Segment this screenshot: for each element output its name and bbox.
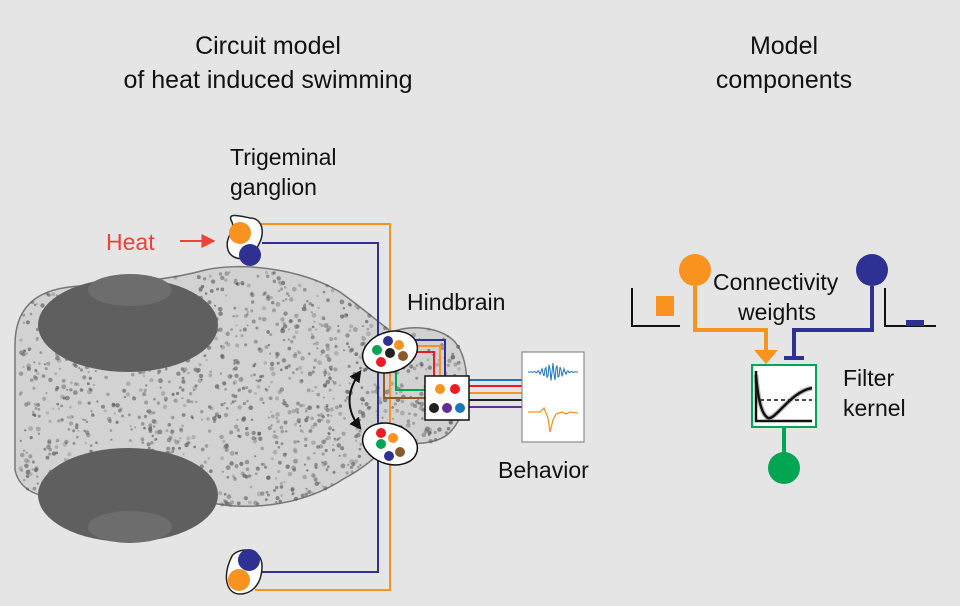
behavior-trace-icon bbox=[521, 351, 585, 443]
trigeminal-wires bbox=[255, 223, 391, 591]
trigeminal-label-line1: Trigeminal bbox=[230, 144, 337, 170]
neuron-cluster-icon-lower bbox=[361, 422, 419, 466]
left-eye-lower bbox=[38, 448, 218, 542]
motor-neuron-box bbox=[424, 375, 470, 421]
trigeminal-ganglion-bottom bbox=[225, 549, 263, 595]
step-input-icon-orange bbox=[631, 288, 680, 327]
left-title-line1: Circuit model bbox=[195, 32, 341, 60]
input-neuron-navy bbox=[856, 254, 888, 286]
trigeminal-neuron-navy bbox=[239, 244, 261, 266]
filter-label-line1: Filter bbox=[843, 365, 894, 391]
trigeminal-neuron-orange bbox=[228, 569, 250, 591]
left-eye-upper bbox=[38, 278, 218, 372]
connectivity-label-line2: weights bbox=[737, 299, 816, 325]
heat-label: Heat bbox=[106, 229, 155, 255]
larval-brain bbox=[14, 265, 468, 543]
filter-label-line2: kernel bbox=[843, 395, 906, 421]
right-title-line2: components bbox=[716, 66, 852, 94]
input-neuron-orange bbox=[679, 254, 711, 286]
trigeminal-ganglion-top bbox=[226, 214, 263, 266]
trigeminal-label-line2: ganglion bbox=[230, 174, 317, 200]
connectivity-label-line1: Connectivity bbox=[713, 269, 839, 295]
bidirectional-arrow-icon bbox=[348, 370, 362, 430]
hindbrain-label: Hindbrain bbox=[407, 289, 505, 315]
left-eye-lower-highlight bbox=[88, 511, 172, 543]
filter-kernel-icon bbox=[751, 364, 817, 428]
trigeminal-neuron-navy bbox=[238, 549, 260, 571]
behavior-label: Behavior bbox=[498, 457, 589, 483]
right-title-line1: Model bbox=[750, 32, 818, 60]
left-title-line2: of heat induced swimming bbox=[123, 66, 412, 94]
model-components bbox=[631, 254, 936, 484]
left-eye-upper-highlight bbox=[88, 274, 172, 306]
trigeminal-neuron-orange bbox=[229, 222, 251, 244]
output-neuron-green bbox=[768, 452, 800, 484]
neuron-cluster-icon-upper bbox=[361, 330, 419, 374]
